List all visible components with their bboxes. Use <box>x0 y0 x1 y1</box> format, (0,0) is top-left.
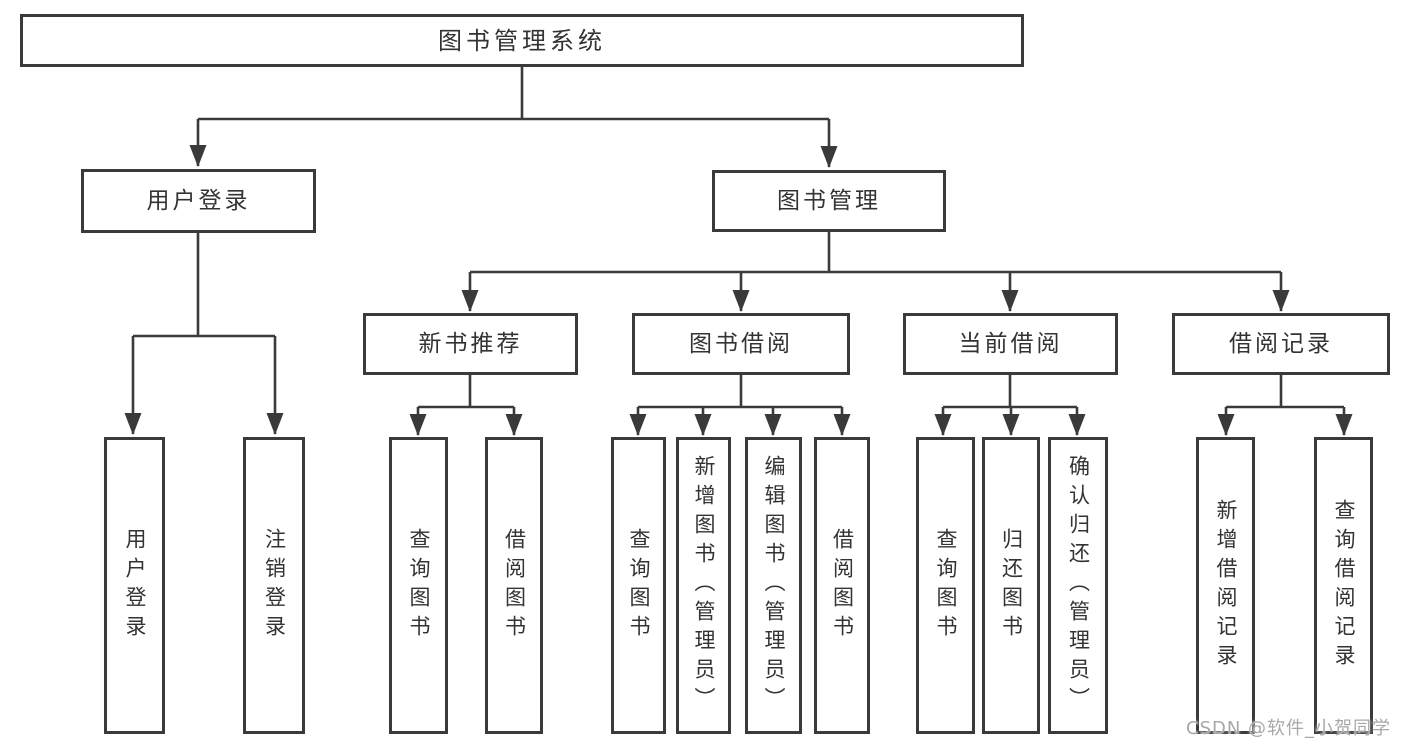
node-new-book-recommend-label: 新书推荐 <box>418 330 523 357</box>
node-borrowing-records-label: 借阅记录 <box>1229 330 1333 357</box>
node-current-borrowing: 当前借阅 <box>903 313 1118 375</box>
leaf-records-query-record-label: 查询借阅记录 <box>1332 498 1356 673</box>
leaf-user-login-action-label: 用户登录 <box>123 527 147 644</box>
leaf-current-query-books: 查询图书 <box>916 437 975 734</box>
leaf-logout-action: 注销登录 <box>243 437 305 734</box>
leaf-records-query-record: 查询借阅记录 <box>1314 437 1373 734</box>
node-book-borrowing: 图书借阅 <box>632 313 850 375</box>
node-book-management-label: 图书管理 <box>777 187 881 214</box>
node-book-borrowing-label: 图书借阅 <box>689 330 793 357</box>
leaf-recommend-query-books: 查询图书 <box>389 437 448 734</box>
node-book-management: 图书管理 <box>712 170 946 232</box>
node-user-login-label: 用户登录 <box>146 187 251 214</box>
leaf-borrowing-borrow-books: 借阅图书 <box>814 437 870 734</box>
leaf-borrowing-add-books-label: 新增图书（管理员） <box>692 455 716 716</box>
node-current-borrowing-label: 当前借阅 <box>958 330 1063 357</box>
edge-borrowing-bus <box>638 375 842 409</box>
leaf-borrowing-borrow-books-label: 借阅图书 <box>830 527 855 644</box>
leaf-user-login-action: 用户登录 <box>104 437 165 734</box>
node-user-login: 用户登录 <box>81 169 316 233</box>
node-new-book-recommend: 新书推荐 <box>363 313 578 375</box>
edge-current-bus <box>943 375 1077 409</box>
node-borrowing-records: 借阅记录 <box>1172 313 1390 375</box>
edge-recommend-bus <box>418 375 514 409</box>
leaf-borrowing-edit-books-label: 编辑图书（管理员） <box>762 455 786 716</box>
edge-user-login-bus <box>133 233 275 338</box>
leaf-borrowing-query-books-label: 查询图书 <box>627 527 651 644</box>
leaf-borrowing-query-books: 查询图书 <box>611 437 666 734</box>
leaf-recommend-borrow-books: 借阅图书 <box>485 437 543 734</box>
leaf-borrowing-add-books: 新增图书（管理员） <box>676 437 731 734</box>
edge-records-bus <box>1226 375 1344 409</box>
leaf-current-return-books: 归还图书 <box>982 437 1040 734</box>
leaf-current-confirm-return-label: 确认归还（管理员） <box>1066 455 1091 716</box>
edge-root-bus <box>198 67 829 121</box>
leaf-records-add-record-label: 新增借阅记录 <box>1214 498 1238 673</box>
leaf-recommend-query-books-label: 查询图书 <box>407 527 431 644</box>
edge-book-management-bus <box>470 232 1281 274</box>
node-root-system: 图书管理系统 <box>20 14 1024 67</box>
node-root-label: 图书管理系统 <box>438 26 606 55</box>
csdn-watermark: CSDN @软件_小贺同学 <box>1186 718 1392 739</box>
leaf-current-return-books-label: 归还图书 <box>999 527 1024 644</box>
leaf-current-confirm-return: 确认归还（管理员） <box>1048 437 1108 734</box>
leaf-borrowing-edit-books: 编辑图书（管理员） <box>745 437 802 734</box>
leaf-current-query-books-label: 查询图书 <box>934 527 958 644</box>
leaf-logout-action-label: 注销登录 <box>262 527 287 644</box>
leaf-records-add-record: 新增借阅记录 <box>1196 437 1255 734</box>
leaf-recommend-borrow-books-label: 借阅图书 <box>502 527 527 644</box>
